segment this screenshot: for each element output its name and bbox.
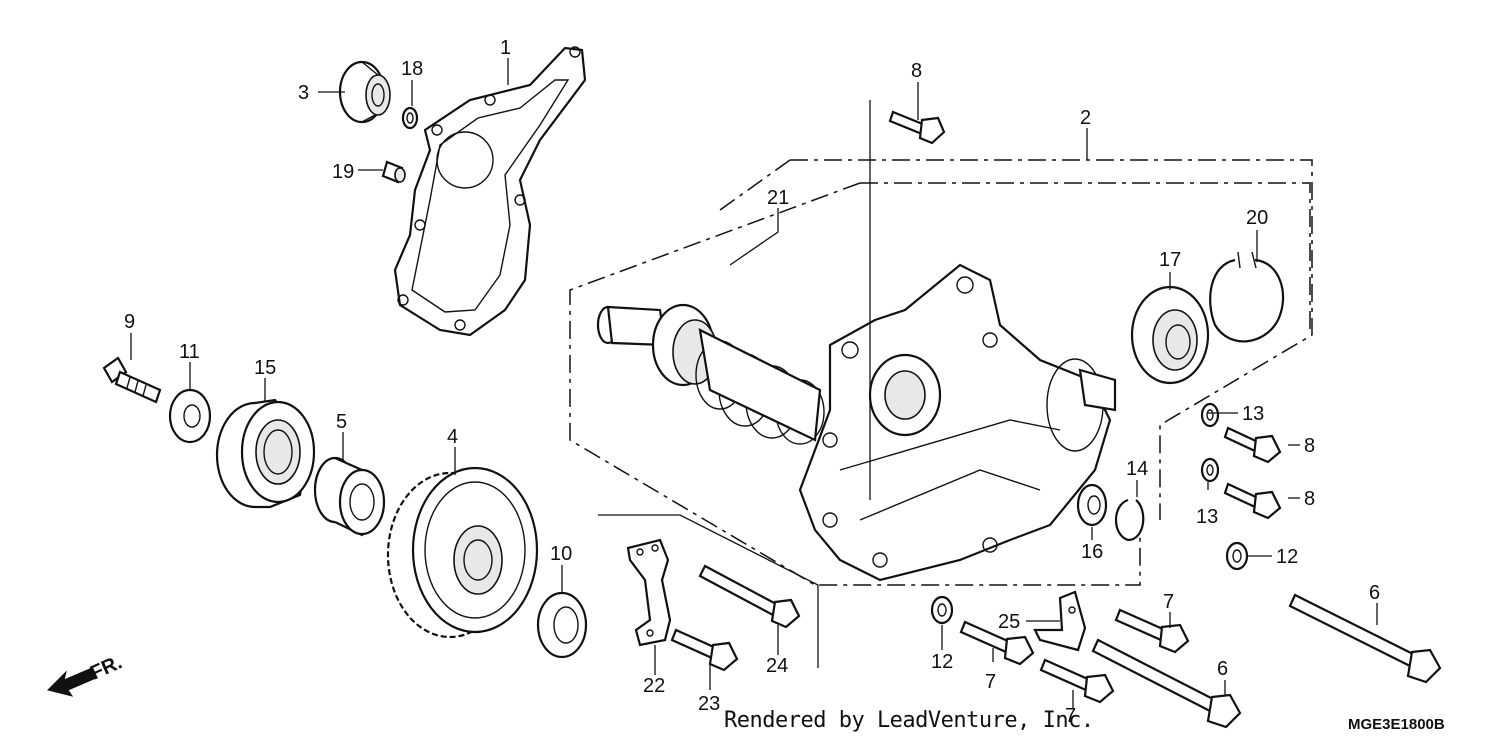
bolt-9 [102, 356, 162, 404]
washer-12-lower [930, 595, 954, 625]
bearing [215, 398, 316, 509]
gasket [393, 46, 587, 337]
bolt-24 [698, 564, 801, 629]
bracket-group-frame [598, 514, 819, 668]
callout-12-right: 12 [1276, 546, 1298, 568]
washer-18 [401, 106, 419, 130]
bolt-8-lower [1223, 482, 1282, 520]
callout-9: 9 [124, 311, 135, 333]
front-arrow-label: FR. [87, 651, 125, 684]
washer-12-right [1225, 541, 1249, 571]
callout-25: 25 [998, 611, 1020, 633]
callout-16: 16 [1081, 541, 1103, 563]
callout-8-top: 8 [911, 60, 922, 82]
front-direction-arrow-icon: FR. [47, 651, 125, 697]
stay-bracket [626, 538, 672, 647]
callout-7-center: 7 [985, 671, 996, 693]
leader-lines [130, 58, 1378, 708]
oil-seal [338, 60, 391, 124]
callout-4: 4 [447, 426, 458, 448]
long-bolt-6-right [1288, 593, 1442, 684]
washer-10 [536, 591, 588, 659]
bearing-17 [1130, 285, 1210, 385]
bolt-8-mid [1223, 426, 1282, 464]
callout-1: 1 [500, 37, 511, 59]
callout-20: 20 [1246, 207, 1268, 229]
callout-6-right: 6 [1369, 582, 1380, 604]
bolt-7-lower [1039, 658, 1115, 704]
assembly-outline-21 [569, 182, 1311, 586]
output-shaft [596, 303, 825, 445]
oil-seal-16 [1076, 483, 1108, 527]
dowel-pin [381, 160, 406, 184]
callout-24: 24 [766, 655, 788, 677]
collar [313, 456, 386, 537]
callout-14: 14 [1126, 458, 1148, 480]
diagram-code: MGE3E1800B [1348, 716, 1445, 733]
callout-19: 19 [332, 161, 354, 183]
callout-7-right: 7 [1163, 591, 1174, 613]
circlip-14 [1114, 498, 1145, 542]
final-gear-case [798, 263, 1117, 582]
callout-13-upper: 13 [1242, 403, 1264, 425]
callout-8-lower: 8 [1304, 488, 1315, 510]
callout-11: 11 [179, 341, 200, 363]
callout-10: 10 [550, 543, 572, 565]
render-credit: Rendered by LeadVenture, Inc. [724, 708, 1094, 733]
bolt-7-center [959, 620, 1035, 666]
callout-23: 23 [698, 693, 720, 715]
washer-13-upper [1200, 402, 1220, 428]
callout-13-lower: 13 [1196, 506, 1218, 528]
callout-15: 15 [254, 357, 276, 379]
assembly-outline-2 [719, 159, 1313, 520]
circlip-20 [1209, 251, 1285, 343]
long-bolt-6-lower [1091, 638, 1242, 729]
callout-12-lower: 12 [931, 651, 953, 673]
callout-17: 17 [1159, 249, 1181, 271]
bolt-8-top [888, 110, 946, 145]
callouts: 1 2 3 4 5 6 6 7 7 7 8 8 8 9 10 11 12 12 … [124, 37, 1380, 727]
callout-5: 5 [336, 411, 347, 433]
callout-21: 21 [767, 187, 789, 209]
bolt-7-right [1114, 608, 1190, 654]
washer-13-lower [1200, 457, 1220, 483]
gear [386, 466, 539, 639]
bolt-23 [670, 628, 739, 672]
callout-8-mid: 8 [1304, 435, 1315, 457]
callout-18: 18 [401, 58, 423, 80]
callout-3: 3 [298, 82, 309, 104]
washer-11 [168, 388, 212, 444]
callout-7-lower: 7 [1065, 705, 1076, 727]
clamp-bracket [1033, 590, 1087, 652]
callout-22: 22 [643, 675, 665, 697]
callout-6-lower: 6 [1217, 658, 1228, 680]
callout-2: 2 [1080, 107, 1091, 129]
